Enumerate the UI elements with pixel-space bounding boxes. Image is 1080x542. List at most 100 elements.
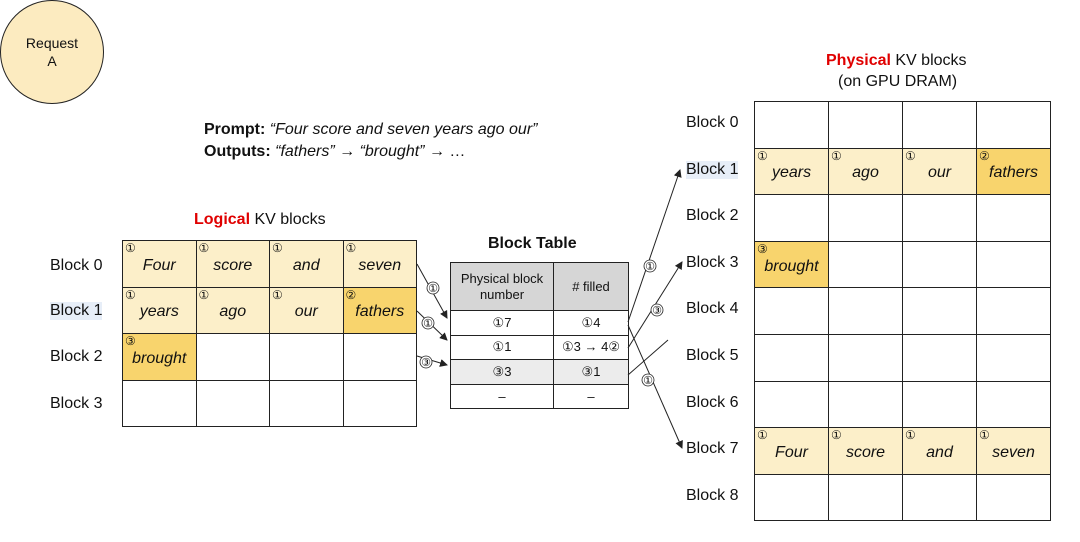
step-marker-label: ③ <box>125 334 136 348</box>
physical-kv-cell: ① ago <box>828 147 903 196</box>
physical-block-label: Block 3 <box>686 253 739 271</box>
step-marker <box>426 281 440 295</box>
block-table-row: –– <box>450 383 629 409</box>
block-table-cell-physical: ③3 <box>450 359 554 385</box>
step-marker-label: ② <box>345 287 357 302</box>
physical-title: Physical KV blocks <box>826 52 967 70</box>
physical-kv-row <box>754 380 1051 429</box>
step-marker-label: ③ <box>757 241 768 256</box>
logical-kv-cell <box>269 379 344 427</box>
step-marker-label: ① <box>645 261 655 273</box>
token-word: brought <box>132 349 187 367</box>
step-marker-label: ① <box>643 375 653 387</box>
prompt-label: Prompt: <box>204 121 266 138</box>
step-marker-label: ① <box>905 148 916 163</box>
step-marker-label: ② <box>979 148 990 163</box>
physical-kv-row <box>754 473 1051 522</box>
physical-kv-cell <box>902 333 977 382</box>
step-marker-label: ① <box>757 428 768 443</box>
logical-title: Logical KV blocks <box>194 211 326 229</box>
block-table-cell-filled: – <box>553 383 629 409</box>
token-word: score <box>845 443 886 461</box>
physical-kv-cell <box>976 287 1051 335</box>
token-word: fathers <box>355 303 405 321</box>
step-marker-label: ① <box>979 428 990 443</box>
physical-title-rest: KV blocks <box>890 52 967 69</box>
token-word: and <box>926 443 953 461</box>
logical-block-label: Block 0 <box>50 257 103 274</box>
block-table-cell-filled: ①4 <box>553 310 629 336</box>
token-word: seven <box>358 256 402 274</box>
logical-kv-cell <box>195 333 270 381</box>
token-word: ago <box>852 164 879 182</box>
physical-kv-row <box>754 287 1051 335</box>
step-marker-label: ① <box>198 241 210 255</box>
physical-block-label: Block 8 <box>686 486 739 504</box>
block-table-title: Block Table <box>488 235 577 252</box>
token-word: years <box>771 164 812 182</box>
block-table-cell-physical: – <box>450 383 554 409</box>
step-marker-label: ① <box>345 241 357 255</box>
block-table-cell-physical: ①7 <box>450 310 554 336</box>
arrow-physical-2 <box>627 324 683 449</box>
step-marker-label: ① <box>831 148 842 163</box>
physical-kv-cell <box>976 380 1051 429</box>
physical-kv-cell <box>976 240 1051 289</box>
physical-block-label: Block 1 <box>686 160 739 179</box>
physical-kv-cell: ① and <box>902 427 977 475</box>
outputs-arrow-1: → <box>334 143 360 160</box>
logical-kv-cell <box>269 333 344 381</box>
step-marker-label: ③ <box>652 305 662 317</box>
physical-kv-cell <box>828 473 903 522</box>
token-word: our <box>927 164 952 182</box>
logical-block-label: Block 2 <box>50 348 103 365</box>
token-word: years <box>139 303 179 321</box>
step-marker-label: ① <box>831 428 842 443</box>
physical-kv-cell <box>976 333 1051 382</box>
step-marker <box>419 355 433 369</box>
physical-kv-cell: ① Four <box>754 427 829 475</box>
outputs-arrow-2: → … <box>424 143 466 160</box>
physical-block-label: Block 5 <box>686 347 739 364</box>
physical-subtitle: (on GPU DRAM) <box>838 73 958 90</box>
physical-kv-cell <box>754 194 829 242</box>
step-marker-label: ① <box>905 428 916 443</box>
physical-kv-row <box>754 194 1051 242</box>
physical-kv-cell <box>828 194 903 242</box>
block-table-header-physical: Physical block number <box>450 262 554 311</box>
logical-kv-cell <box>342 379 417 427</box>
token-word: score <box>213 256 253 274</box>
table-to-physical-arrows: ① ③ ① <box>627 169 683 449</box>
token-word: Four <box>775 443 808 461</box>
physical-kv-cell <box>754 380 829 429</box>
physical-block-label: Block 4 <box>686 300 739 318</box>
logical-block-label: Block 3 <box>50 395 103 412</box>
block-table-cell-filled: ③1 <box>553 359 629 385</box>
outputs-label: Outputs: <box>204 143 271 160</box>
physical-block-label: Block 6 <box>686 393 739 411</box>
step-marker-label: ① <box>125 241 136 255</box>
physical-block-label: Block 7 <box>686 440 739 458</box>
outputs-line: Outputs: “fathers” → “brought” → … <box>204 143 465 161</box>
logical-block-label: Block 1 <box>50 302 103 320</box>
physical-kv-cell <box>902 240 977 289</box>
physical-kv-cell <box>902 473 977 522</box>
physical-title-accent: Physical <box>826 52 891 69</box>
request-node: Request A <box>0 0 104 104</box>
